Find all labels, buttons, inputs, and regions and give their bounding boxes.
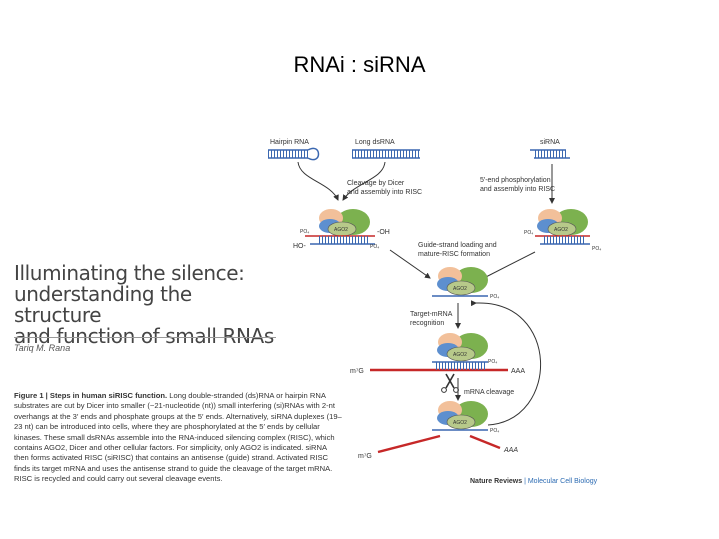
journal-credit-bold: Nature Reviews [470, 478, 522, 485]
target-label-line-1: Target-mRNA [410, 311, 453, 318]
ago2-label: AGO2 [453, 286, 467, 292]
cleavage-label: mRNA cleavage [464, 389, 514, 396]
dicer-label-line-2: and assembly into RISC [347, 189, 422, 196]
caption-text: Long double-stranded (ds)RNA or hairpin … [14, 391, 342, 484]
paper-title: Illuminating the silence: understanding … [14, 263, 284, 347]
mrna-5-fragment [377, 434, 441, 454]
paper-title-line-3: and function of small RNAs [14, 324, 274, 348]
paper-title-line-1: Illuminating the silence: [14, 261, 245, 285]
caption-lead: Figure 1 | Steps in human siRISC functio… [14, 391, 168, 400]
risc-complex-right: AGO2 PO₄ PO₄ [524, 209, 601, 252]
po4-label: PO₄ [490, 428, 499, 434]
oh-label: -OH [377, 229, 390, 236]
po4-label: PO₄ [488, 359, 497, 365]
figure-caption: Figure 1 | Steps in human siRISC functio… [14, 391, 342, 485]
mrna-3-fragment [469, 434, 501, 450]
phos-label-line-1: 5′-end phosphorylation [480, 177, 551, 184]
dicer-label-line-1: Cleavage by Dicer [347, 180, 405, 187]
hairpin-rna [268, 147, 320, 161]
right-to-mature-arrow [479, 251, 536, 281]
title-divider [14, 337, 276, 338]
risc-on-mrna: AGO2 PO₄ m⁷G AAA [350, 333, 525, 375]
journal-credit-rest: | Molecular Cell Biology [522, 478, 597, 485]
mature-risc: AGO2 PO₄ [432, 267, 499, 300]
paper-author: Tariq M. Rana [14, 343, 71, 353]
ho-label: HO- [293, 243, 307, 250]
scissors-icon [441, 373, 459, 393]
risc-complex-left: AGO2 PO₄ -OH HO- PO₄ [293, 209, 390, 250]
sirna-label: siRNA [540, 139, 560, 146]
recycle-arrow [470, 300, 542, 426]
po4-label: PO₄ [370, 244, 379, 250]
left-to-mature-arrow [389, 249, 431, 279]
ago2-label: AGO2 [453, 352, 467, 358]
journal-credit: Nature Reviews | Molecular Cell Biology [470, 478, 598, 485]
cap-label: m⁷G [358, 453, 372, 460]
hairpin-rna-label: Hairpin RNA [270, 139, 309, 146]
po4-label: PO₄ [300, 229, 309, 235]
hairpin-to-risc-arrow [297, 161, 339, 201]
po4-label: PO₄ [490, 294, 499, 300]
slide-title: RNAi : siRNA [293, 52, 426, 77]
ago2-label: AGO2 [554, 227, 568, 233]
polya-label: AAA [511, 368, 525, 375]
risc-after-cleavage: AGO2 PO₄ m⁷G AAA [358, 401, 518, 460]
ago2-label: AGO2 [453, 420, 467, 426]
polya-label: AAA [503, 447, 518, 454]
guide-label-line-2: mature-RISC formation [418, 251, 490, 258]
paper-title-line-2: understanding the structure [14, 282, 192, 327]
po4-label: PO₄ [592, 246, 601, 252]
sirna-duplex [530, 149, 570, 159]
long-dsrna-label: Long dsRNA [355, 139, 395, 146]
guide-label-line-1: Guide-strand loading and [418, 242, 497, 249]
cap-label: m⁷G [350, 368, 364, 375]
po4-label: PO₄ [524, 230, 533, 236]
phos-label-line-2: and assembly into RISC [480, 186, 555, 193]
ago2-label: AGO2 [334, 227, 348, 233]
long-dsrna [352, 149, 420, 159]
target-label-line-2: recognition [410, 320, 444, 327]
dsrna-to-risc-arrow [342, 161, 386, 201]
